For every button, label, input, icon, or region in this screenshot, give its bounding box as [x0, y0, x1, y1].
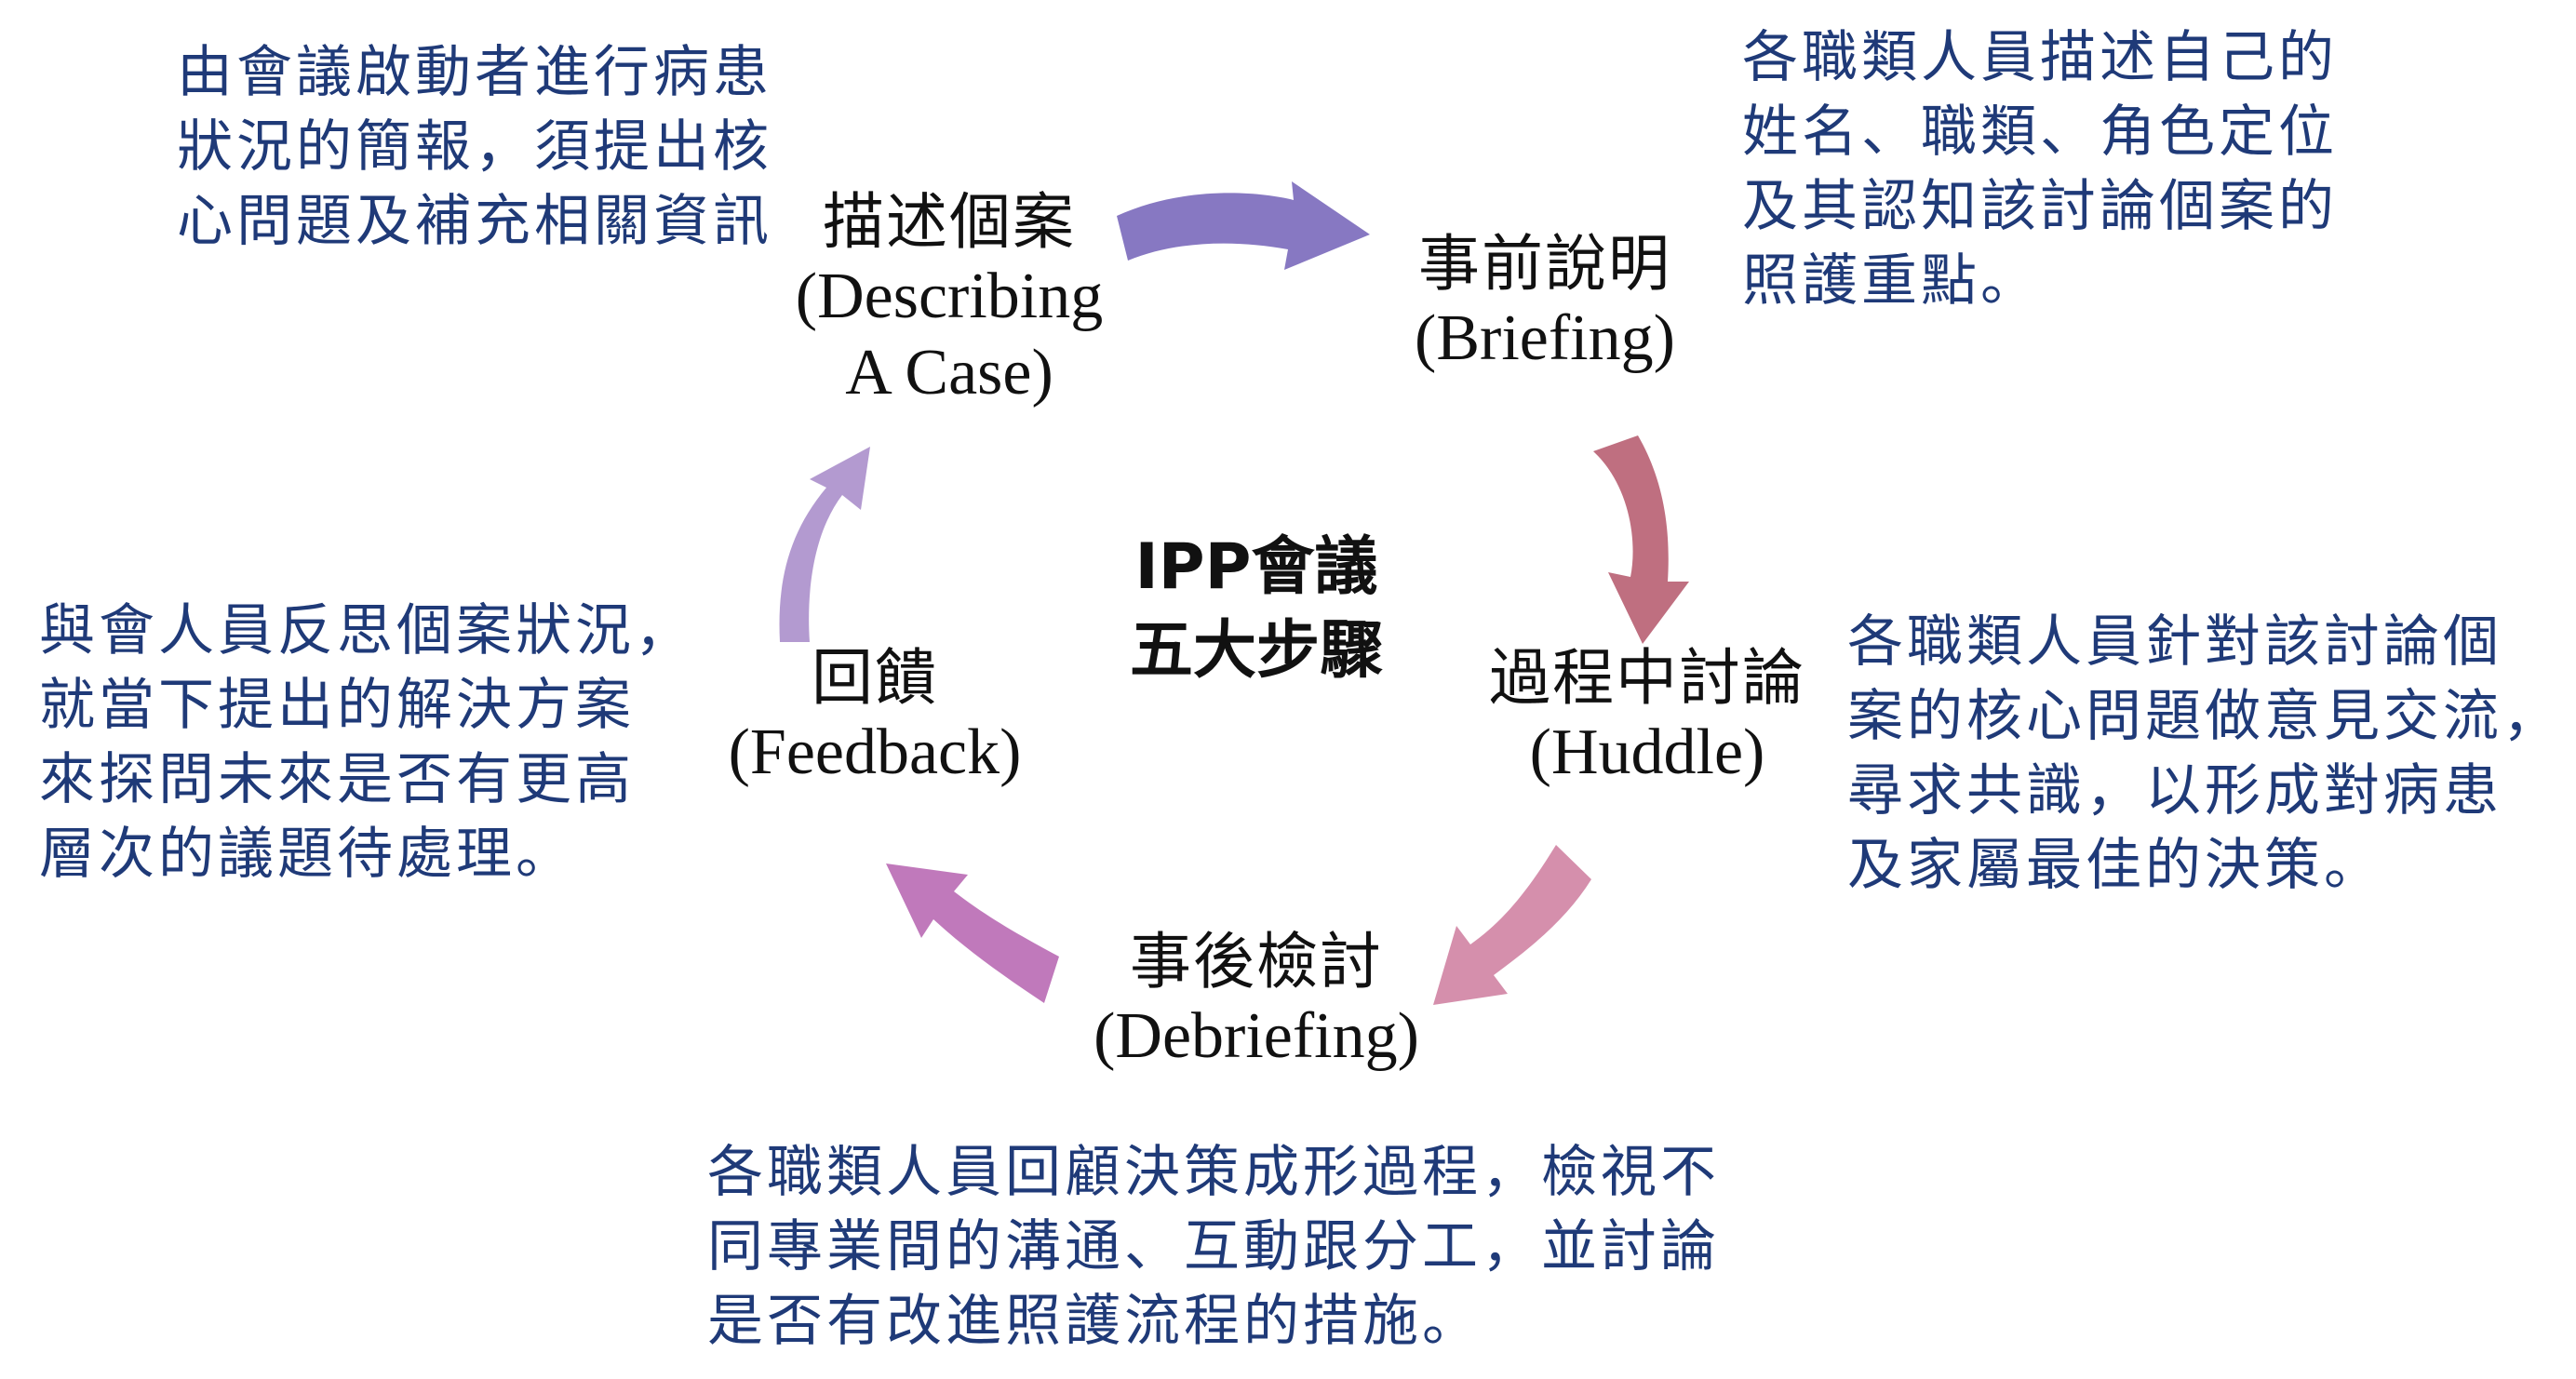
description-line: 案的核心問題做意見交流， [1847, 684, 2562, 749]
center-title-line-1: IPP會議 [1134, 530, 1378, 604]
description-briefing: 各職類人員描述自己的 姓名、職類、角色定位 及其認知該討論個案的 照護重點。 [1742, 20, 2338, 318]
description-line: 姓名、職類、角色定位 [1742, 100, 2338, 165]
description-line: 同專業間的溝通、互動跟分工，並討論 [707, 1214, 1720, 1279]
description-line: 尋求共識，以形成對病患 [1847, 758, 2502, 823]
center-title-line-2: 五大步驟 [1129, 614, 1383, 688]
description-feedback: 與會人員反思個案狀況， 就當下提出的解決方案 來探問未來是否有更高 層次的議題待… [39, 594, 694, 891]
step-huddle-en: (Huddle) [1529, 716, 1765, 788]
description-line: 各職類人員回顧決策成形過程，檢視不 [707, 1140, 1720, 1205]
step-describing-zh: 描述個案 [823, 186, 1076, 258]
arrow-describing-to-briefing [1117, 181, 1370, 270]
step-debriefing: 事後檢討 (Debriefing) [1033, 926, 1480, 1075]
description-line: 層次的議題待處理。 [39, 822, 575, 887]
step-briefing-zh: 事前說明 [1418, 228, 1671, 300]
step-describing-en-line-1: (Describing [795, 260, 1104, 332]
description-line: 及其認知該討論個案的 [1742, 174, 2338, 239]
step-briefing: 事前說明 (Briefing) [1368, 228, 1722, 377]
description-huddle: 各職類人員針對該討論個 案的核心問題做意見交流， 尋求共識，以形成對病患 及家屬… [1847, 605, 2562, 903]
arrow-feedback-to-describing [779, 447, 870, 642]
description-debriefing: 各職類人員回顧決策成形過程，檢視不 同專業間的溝通、互動跟分工，並討論 是否有改… [707, 1135, 1720, 1359]
description-line: 狀況的簡報，須提出核 [177, 114, 772, 180]
step-debriefing-zh: 事後檢討 [1130, 926, 1383, 997]
description-line: 心問題及補充相關資訊 [177, 189, 772, 254]
description-line: 是否有改進照護流程的措施。 [707, 1289, 1482, 1354]
arrow-debriefing-to-feedback [886, 864, 1059, 1003]
description-line: 與會人員反思個案狀況， [39, 598, 694, 663]
step-huddle-zh: 過程中討論 [1489, 642, 1805, 714]
description-line: 及家屬最佳的決策。 [1847, 833, 2383, 898]
center-title: IPP會議 五大步驟 [1089, 526, 1424, 693]
arrow-huddle-to-debriefing [1433, 845, 1591, 1005]
description-line: 各職類人員描述自己的 [1742, 25, 2338, 90]
step-briefing-en: (Briefing) [1415, 301, 1675, 374]
step-debriefing-en: (Debriefing) [1093, 999, 1419, 1072]
description-line: 由會議啟動者進行病患 [177, 40, 772, 105]
step-feedback: 回饋 (Feedback) [689, 642, 1061, 791]
step-describing-en-line-2: A Case) [845, 337, 1053, 409]
description-line: 各職類人員針對該討論個 [1847, 609, 2502, 675]
step-huddle: 過程中討論 (Huddle) [1433, 642, 1861, 791]
description-line: 來探問未來是否有更高 [39, 747, 635, 812]
arrow-briefing-to-huddle [1593, 435, 1689, 644]
description-line: 照護重點。 [1742, 248, 2040, 314]
description-describing-a-case: 由會議啟動者進行病患 狀況的簡報，須提出核 心問題及補充相關資訊 [177, 35, 772, 259]
description-line: 就當下提出的解決方案 [39, 673, 635, 738]
step-feedback-en: (Feedback) [728, 716, 1022, 788]
step-describing-a-case: 描述個案 (Describing A Case) [745, 186, 1154, 412]
step-feedback-zh: 回饋 [812, 642, 938, 714]
